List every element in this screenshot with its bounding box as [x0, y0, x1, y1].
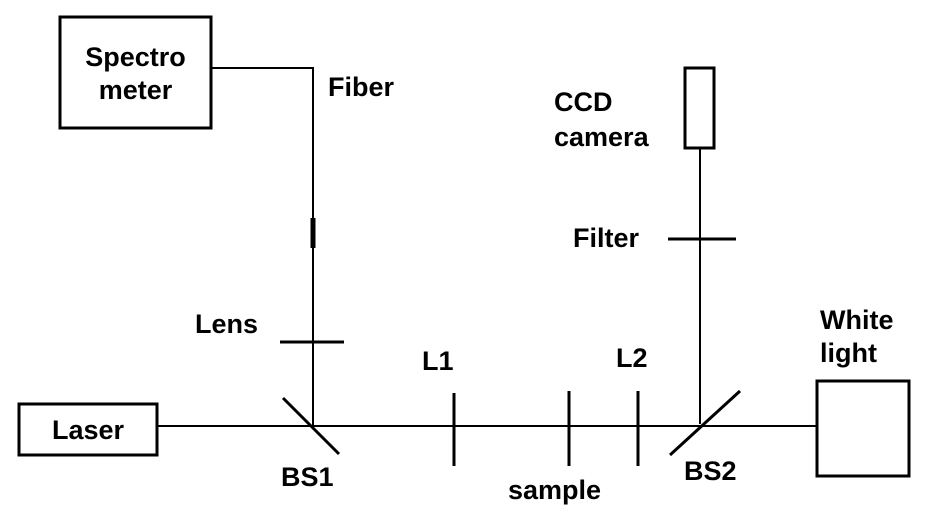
bs1-label: BS1 [281, 462, 334, 492]
spectrometer-box [58, 15, 213, 130]
ccd-camera-label: CCD camera [554, 85, 649, 155]
sample-label: sample [508, 475, 602, 505]
ccd-camera-label-line2: camera [554, 122, 649, 152]
spectrometer-label: Spectro meter [60, 41, 211, 107]
fiber-label: Fiber [328, 72, 395, 102]
white-light-label-line2: light [820, 338, 877, 368]
spectrometer-label-line2: meter [98, 75, 173, 105]
laser-box [17, 402, 159, 457]
ccd-camera-label-line1: CCD [554, 87, 613, 117]
l1-label: L1 [422, 346, 454, 376]
l2-label: L2 [616, 343, 648, 373]
filter-label: Filter [573, 223, 640, 253]
bs2-beamsplitter [668, 389, 742, 457]
bs1-beamsplitter [281, 396, 341, 456]
bs2-label: BS2 [684, 456, 737, 486]
fiber-line [211, 67, 314, 218]
white-light-label: White light [820, 304, 894, 370]
white-light-label-line1: White [820, 305, 894, 335]
white-light-box [815, 379, 911, 478]
ccd-camera-box [683, 66, 716, 150]
lens-label: Lens [195, 309, 259, 339]
spectrometer-label-line1: Spectro [85, 42, 186, 72]
laser-label: Laser [51, 415, 125, 445]
